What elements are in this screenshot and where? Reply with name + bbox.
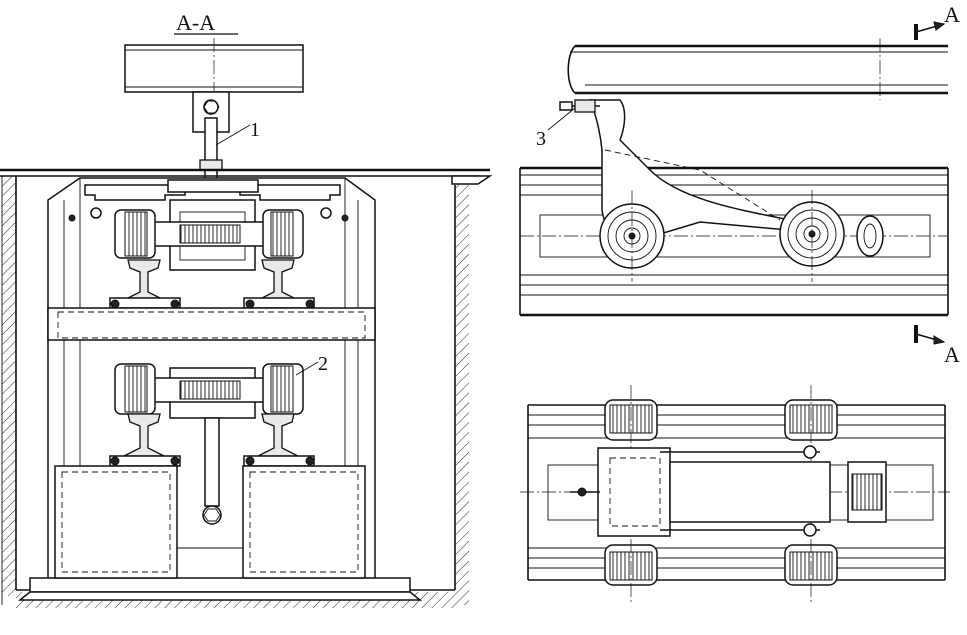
callout-2: 2: [295, 353, 328, 376]
plan-view: [520, 385, 950, 605]
callout-3: 3: [536, 107, 576, 150]
section-view-a-a: A-A: [0, 10, 493, 608]
callout-1-label: 1: [250, 119, 260, 141]
section-mark-bottom: A: [914, 325, 960, 367]
hanger-rod: [192, 91, 230, 181]
callout-2-label: 2: [318, 353, 328, 375]
lower-rails: [109, 413, 315, 467]
section-title: A-A: [176, 10, 215, 35]
elevation-wheels: [599, 190, 884, 282]
floor-slab: [0, 168, 493, 185]
elevation-rail: [519, 166, 949, 317]
middle-cross-beam: [47, 307, 376, 341]
section-mark-bottom-label: A: [944, 342, 960, 367]
plan-wheels: [604, 385, 838, 605]
plan-carriage-body: [570, 445, 887, 537]
lower-carriage: [114, 363, 304, 525]
elevation-hanger-arm: [559, 99, 812, 241]
upper-rails: [109, 259, 315, 309]
lower-support-blocks: [54, 465, 366, 579]
upper-track-beam: [68, 179, 349, 222]
callout-1: 1: [215, 119, 260, 146]
section-mark-top: A: [914, 2, 960, 40]
side-elevation-view: A: [519, 2, 960, 367]
elevation-top-beam: [567, 38, 948, 100]
section-mark-top-label: A: [944, 2, 960, 27]
callout-3-label: 3: [536, 128, 546, 150]
upper-carriage: [114, 199, 304, 271]
